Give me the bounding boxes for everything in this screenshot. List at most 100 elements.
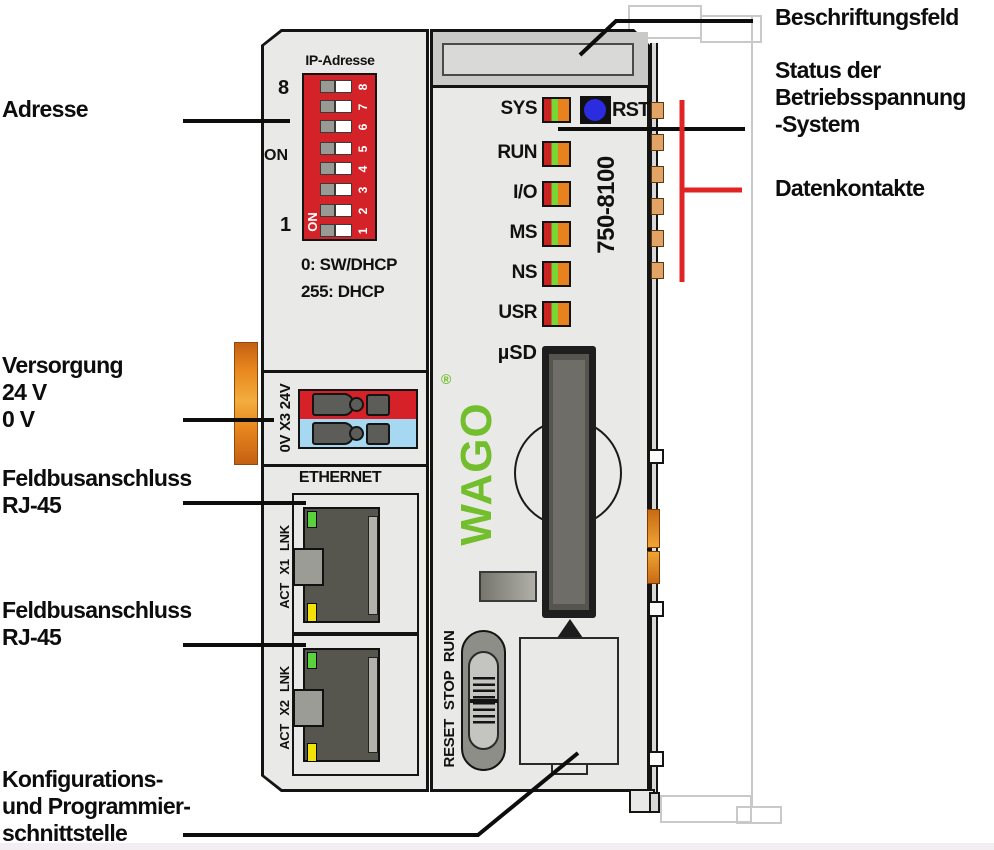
dip-scale-bottom: 1 <box>280 214 292 236</box>
sys-led <box>542 97 571 123</box>
rst-button-cap <box>584 99 606 121</box>
rj45-x2-slot-bar <box>368 657 378 753</box>
dip-scale-on: ON <box>264 147 288 164</box>
dip-number: 4 <box>356 165 370 173</box>
callout-line-text: und Programmier- <box>2 793 191 819</box>
dip-number: 8 <box>356 83 370 91</box>
wago-logo: WAGO <box>452 402 501 546</box>
rj45-x1-slot-bar <box>368 516 378 615</box>
lnk-led-x2 <box>307 652 317 669</box>
power-clamp <box>312 422 354 445</box>
rail-tab <box>648 449 664 464</box>
labeling-field <box>442 43 634 76</box>
led-label-run: RUN <box>497 142 537 163</box>
adjacent-module-outline <box>751 16 753 808</box>
callout-label-konfiguration: Konfigurations- und Programmier- schnitt… <box>2 766 191 847</box>
dip-switch-1 <box>320 224 335 237</box>
dip-number: 3 <box>356 186 370 194</box>
wago-logo-registered-mark: ® <box>441 371 452 387</box>
dip-switch-6 <box>320 120 335 133</box>
callout-line-text: Versorgung <box>2 352 124 378</box>
rj45-x1-latch-tab <box>293 548 324 586</box>
data-contact <box>651 262 664 279</box>
dip-switch-6-slider <box>335 120 352 133</box>
release-latch-right <box>647 551 660 584</box>
dip-switch-3 <box>320 183 335 196</box>
mode-switch-label: RESET STOP RUN <box>440 630 458 768</box>
dip-number: 6 <box>356 123 370 131</box>
dip-switch-8 <box>320 80 335 93</box>
callout-line-text: -System <box>775 111 860 137</box>
adjacent-module-outline <box>736 806 782 824</box>
dip-switch-5 <box>320 142 335 155</box>
callout-label-versorgung: Versorgung 24 V 0 V <box>2 352 124 433</box>
rj45-x2-latch-tab <box>293 689 324 727</box>
callout-label-beschriftungsfeld: Beschriftungsfeld <box>775 4 959 30</box>
callout-line-text: schnittstelle <box>2 820 128 846</box>
dip-on-label-inner: ON <box>304 212 320 232</box>
dip-switch-3-slider <box>335 183 352 196</box>
sd-card-slot-center <box>553 360 585 604</box>
power-clamp-bump <box>349 397 364 412</box>
rst-label: RST <box>612 99 650 121</box>
data-contact <box>651 166 664 183</box>
sd-label: µSD <box>497 342 537 364</box>
dip-number: 2 <box>356 207 370 215</box>
slot-wedge-button <box>479 571 537 602</box>
dip-switch-5-slider <box>335 142 352 155</box>
dip-note-1: 0: SW/DHCP <box>301 255 398 274</box>
dip-switch-2-slider <box>335 204 352 217</box>
dip-switch-7-slider <box>335 100 352 113</box>
dip-switch-1-slider <box>335 224 352 237</box>
rail-tab <box>648 751 664 767</box>
data-contact <box>651 230 664 247</box>
callout-label-status: Status der Betriebsspannung -System <box>775 57 966 138</box>
callout-label-feldbus-1: Feldbusanschluss RJ-45 <box>2 465 192 519</box>
dip-switch-2 <box>320 204 335 217</box>
rj45-x2-label: ACT X2 LNK <box>276 666 292 750</box>
run-led <box>542 141 571 167</box>
dip-switch-8-slider <box>335 80 352 93</box>
power-terminal-label: 0V X3 24V <box>276 383 294 453</box>
act-led-x2 <box>307 743 317 762</box>
power-clamp-bump <box>349 426 364 441</box>
callout-line-text: Feldbusanschluss <box>2 465 192 491</box>
callout-line-text: Status der <box>775 57 881 83</box>
led-label-usr: USR <box>498 302 537 323</box>
dip-number: 7 <box>356 103 370 111</box>
callout-label-feldbus-2: Feldbusanschluss RJ-45 <box>2 597 192 651</box>
callout-line-text: Feldbusanschluss <box>2 597 192 623</box>
dip-switch-7 <box>320 100 335 113</box>
callout-label-adresse: Adresse <box>2 96 89 122</box>
dip-number: 1 <box>356 227 370 235</box>
release-latch-left <box>234 342 258 465</box>
config-interface-cover <box>519 637 619 765</box>
rail-tab <box>648 601 664 617</box>
callout-line-text: Betriebsspannung <box>775 84 966 110</box>
ns-led <box>542 261 571 287</box>
rail-hook <box>649 792 660 813</box>
section-divider <box>263 370 427 373</box>
led-label-ms: MS <box>509 222 538 243</box>
dip-scale-top: 8 <box>278 77 290 99</box>
rj45-x1-label: ACT X1 LNK <box>276 525 292 609</box>
dip-title: IP-Adresse <box>305 52 375 68</box>
section-divider <box>263 464 427 467</box>
act-led-x1 <box>307 603 317 622</box>
dip-note-2: 255: DHCP <box>301 282 385 301</box>
callout-line-text: RJ-45 <box>2 624 62 650</box>
dip-switch-4 <box>320 162 335 175</box>
ethernet-title: ETHERNET <box>298 469 382 486</box>
power-clamp-port <box>366 394 390 416</box>
led-label-ns: NS <box>511 262 538 283</box>
arrow-up-icon <box>557 619 583 638</box>
data-contact <box>651 198 664 215</box>
mode-switch-mid-ridge <box>470 699 498 703</box>
lnk-led-x1 <box>307 511 317 528</box>
dip-switch-4-slider <box>335 162 352 175</box>
usr-led <box>542 301 571 327</box>
callout-line-text: 0 V <box>2 406 35 432</box>
rst-button <box>580 96 611 124</box>
page-bottom-strip <box>0 843 994 850</box>
